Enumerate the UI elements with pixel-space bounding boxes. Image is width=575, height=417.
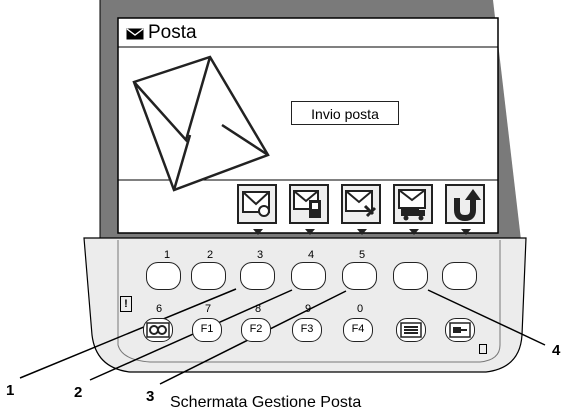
key-4[interactable]	[291, 262, 326, 290]
fax-icon	[449, 322, 471, 338]
callout-4: 4	[552, 342, 561, 359]
read-mail-icon	[242, 191, 270, 217]
softkey-indicator-1	[253, 229, 263, 235]
menu-list-icon	[400, 322, 422, 338]
key-1[interactable]	[146, 262, 181, 290]
key-number-label: 3	[256, 249, 264, 261]
key-5[interactable]	[342, 262, 377, 290]
screen-title: Posta	[148, 22, 197, 43]
back-arrow-icon	[454, 189, 481, 222]
key-number-label: 2	[206, 249, 214, 261]
caption: Schermata Gestione Posta	[170, 394, 362, 411]
key-3[interactable]	[240, 262, 275, 290]
softkey-indicator-5	[461, 229, 471, 235]
mail-send-truck-icon	[398, 189, 426, 221]
key-number-label: 4	[307, 249, 315, 261]
fkey-number-label: 7	[204, 303, 212, 315]
softkey-indicator-4	[409, 229, 419, 235]
key-2[interactable]	[191, 262, 226, 290]
f4-key[interactable]: F4	[343, 318, 373, 342]
key-7-extra[interactable]	[442, 262, 477, 290]
fkey-number-label: 6	[155, 303, 163, 315]
key-number-label: 5	[358, 249, 366, 261]
menu-key[interactable]	[396, 318, 426, 342]
fax-key[interactable]	[445, 318, 475, 342]
envelope-icon	[126, 27, 144, 45]
fkey-number-label: 0	[356, 303, 364, 315]
key-6-extra[interactable]	[393, 262, 428, 290]
large-envelope-icon	[132, 55, 270, 192]
softkey-mail-settings[interactable]	[341, 184, 381, 224]
softkey-mail-printer[interactable]	[289, 184, 329, 224]
alert-indicator: !	[120, 296, 132, 312]
hourglass-indicator	[479, 344, 487, 354]
f2-key[interactable]: F2	[241, 318, 271, 342]
mail-settings-icon	[345, 190, 377, 218]
fkey-number-label: 8	[254, 303, 262, 315]
softkey-read-mail[interactable]	[237, 184, 277, 224]
callout-1: 1	[6, 382, 15, 399]
f1-key[interactable]: F1	[192, 318, 222, 342]
status-message: Invio posta	[291, 101, 399, 125]
infinity-icon	[146, 322, 170, 338]
infinity-key[interactable]	[143, 318, 173, 342]
callout-2: 2	[74, 384, 83, 401]
softkey-indicator-3	[357, 229, 367, 235]
key-number-label: 1	[163, 249, 171, 261]
mail-to-printer-icon	[293, 190, 321, 218]
fkey-number-label: 9	[304, 303, 312, 315]
f3-key[interactable]: F3	[292, 318, 322, 342]
softkey-send-mail[interactable]	[393, 184, 433, 224]
softkey-indicator-2	[305, 229, 315, 235]
softkey-back[interactable]	[445, 184, 485, 224]
callout-3: 3	[146, 388, 155, 405]
